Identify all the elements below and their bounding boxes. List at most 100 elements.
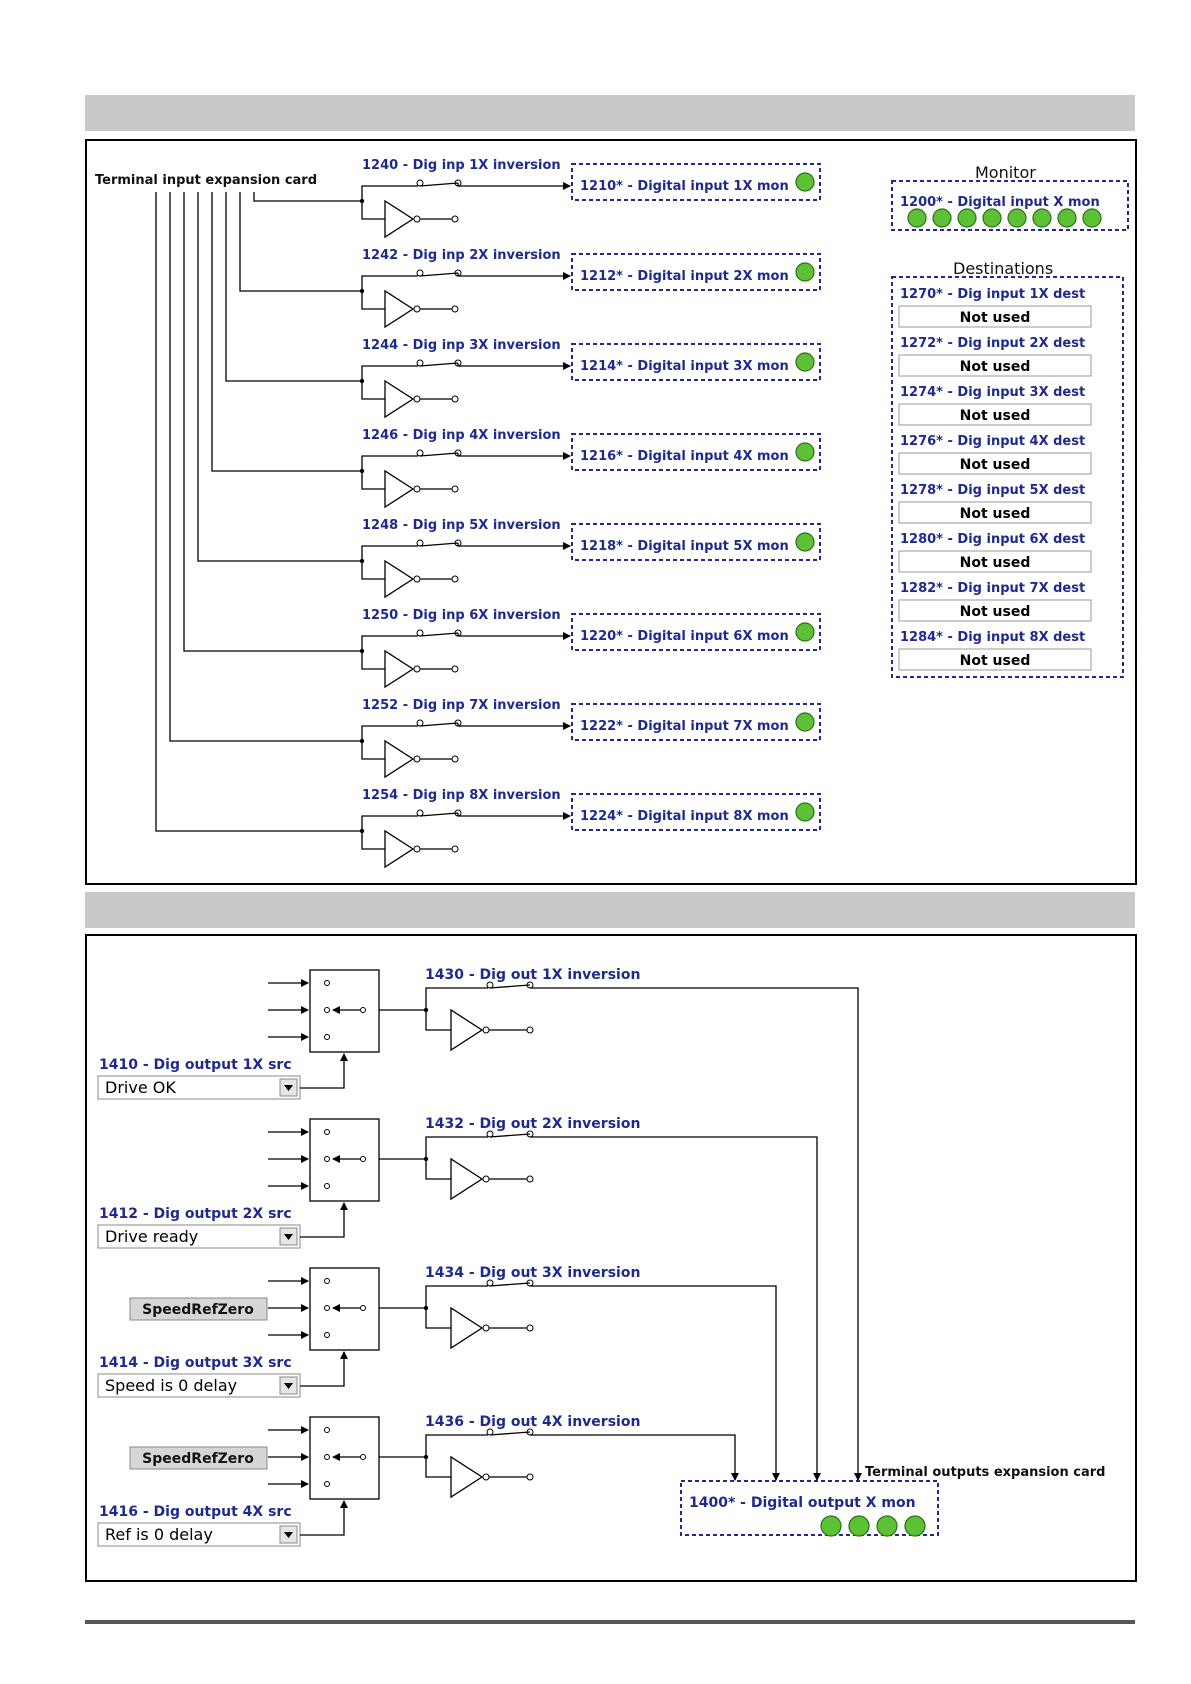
switch-blade (419, 632, 459, 637)
destination-value-field[interactable] (898, 599, 1092, 622)
junction-dot (359, 648, 365, 654)
destination-value: Not used (960, 604, 1031, 620)
destination-param-label: 1282* - Dig input 7X dest (900, 581, 1085, 596)
speed-ref-zero-button-face[interactable] (129, 1446, 268, 1470)
inversion-blade (489, 1133, 531, 1138)
output-src-select[interactable]: Drive ready (97, 1224, 301, 1249)
junction-dot (359, 198, 365, 204)
bus-wire-8 (155, 192, 362, 832)
signal-arrow (457, 182, 571, 190)
inverter-branch (361, 291, 385, 310)
speed-ref-zero-label: SpeedRefZero (142, 1451, 254, 1467)
destination-value-field[interactable] (898, 550, 1092, 573)
destination-value: Not used (960, 457, 1031, 473)
inverter-branch (361, 471, 385, 490)
output-src-select[interactable]: Drive OK (97, 1075, 301, 1100)
selector-contact (324, 1305, 330, 1311)
selector-box (309, 1118, 380, 1202)
inverter-branch (361, 651, 385, 670)
input-inversion-label: 1254 - Dig inp 8X inversion (362, 788, 561, 803)
selector-contact (324, 1129, 330, 1135)
inversion-branch (425, 1434, 488, 1457)
destination-value-field[interactable] (898, 501, 1092, 524)
monitor-led-4 (982, 208, 1002, 228)
output-src-value: Speed is 0 delay (105, 1376, 237, 1395)
input-inversion-label: 1242 - Dig inp 2X inversion (362, 248, 561, 263)
selector-contact (324, 1481, 330, 1487)
inverter-output-node (451, 665, 459, 673)
bus-wire-6 (183, 192, 362, 652)
bus-wire-5 (197, 192, 362, 562)
destination-value-field[interactable] (898, 305, 1092, 328)
inverter-bubble (413, 845, 421, 853)
output-src-label: 1412 - Dig output 2X src (99, 1206, 292, 1222)
destination-value-field[interactable] (898, 452, 1092, 475)
switch-contact (416, 539, 424, 547)
destination-param-label: 1284* - Dig input 8X dest (900, 630, 1085, 645)
junction-dot (359, 288, 365, 294)
output-inversion-label: 1432 - Dig out 2X inversion (425, 1116, 640, 1132)
speed-ref-zero-button-face[interactable] (129, 1297, 268, 1321)
input-mon-label: 1214* - Digital input 3X mon (580, 359, 789, 374)
speed-ref-zero-button[interactable]: SpeedRefZero (129, 1446, 268, 1470)
destination-value-field[interactable] (898, 648, 1092, 671)
signal-arrow (457, 722, 571, 730)
inverter-bubble (482, 1473, 490, 1481)
inverter-triangle (384, 559, 415, 599)
inverter-triangle (384, 739, 415, 779)
inverter-output-node (526, 1026, 534, 1034)
inverter-triangle (384, 469, 415, 509)
output-monitor-led-2 (848, 1515, 870, 1537)
signal-arrow (457, 452, 571, 460)
destination-param-label: 1276* - Dig input 4X dest (900, 434, 1085, 449)
select-control-wire (300, 1500, 348, 1536)
destination-value-field[interactable] (898, 354, 1092, 377)
output-src-select[interactable]: Ref is 0 delay (97, 1522, 301, 1547)
output-monitor-label: 1400* - Digital output X mon (689, 1495, 916, 1511)
inverter-branch (361, 201, 385, 220)
inverter-branch (361, 741, 385, 760)
monitor-led-2 (932, 208, 952, 228)
input-mon-box (571, 703, 821, 741)
input-mon-box (571, 613, 821, 651)
switch-blade (419, 272, 459, 277)
switch-contact (416, 269, 424, 277)
input-mon-box (571, 433, 821, 471)
output-route-wire (530, 1136, 821, 1481)
input-mon-label: 1216* - Digital input 4X mon (580, 449, 789, 464)
bus-wire-1 (253, 192, 362, 202)
selector-contact (324, 1278, 330, 1284)
destinations-box (891, 276, 1124, 678)
digital-outputs-panel (85, 934, 1137, 1582)
input-mon-led (795, 262, 815, 282)
junction-wire (361, 635, 418, 651)
inversion-branch (425, 987, 488, 1010)
inverter-output-node (451, 305, 459, 313)
inversion-blade (489, 1282, 531, 1287)
monitor-title: Monitor (975, 163, 1036, 182)
input-mon-box (571, 343, 821, 381)
speed-ref-zero-button[interactable]: SpeedRefZero (129, 1297, 268, 1321)
output-monitor-box (680, 1480, 939, 1536)
switch-contact (416, 629, 424, 637)
output-src-select[interactable]: Speed is 0 delay (97, 1373, 301, 1398)
inverter-branch (361, 831, 385, 850)
junction-wire (361, 545, 418, 561)
destination-value-field[interactable] (898, 403, 1092, 426)
input-mon-led (795, 532, 815, 552)
selector-box (309, 1416, 380, 1500)
junction-wire (361, 455, 418, 471)
